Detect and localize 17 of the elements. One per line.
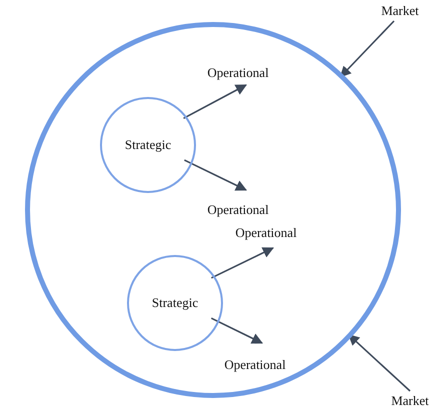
text-label: Market [372, 3, 428, 19]
arrow [183, 84, 247, 120]
arrow [340, 20, 395, 78]
text-label: Operational [196, 202, 280, 218]
node-label: Strategic [152, 295, 198, 311]
text-label: Operational [196, 65, 280, 81]
text-label: Market [382, 393, 437, 409]
circle-node [127, 255, 223, 351]
arrow [211, 247, 274, 279]
arrow [210, 318, 263, 344]
boundary-circle [25, 22, 401, 398]
text-label: Operational [224, 225, 308, 241]
arrow [184, 159, 247, 191]
circle-node [100, 97, 196, 193]
arrow [348, 334, 411, 392]
node-label: Strategic [124, 137, 172, 153]
text-label: Operational [213, 357, 297, 373]
